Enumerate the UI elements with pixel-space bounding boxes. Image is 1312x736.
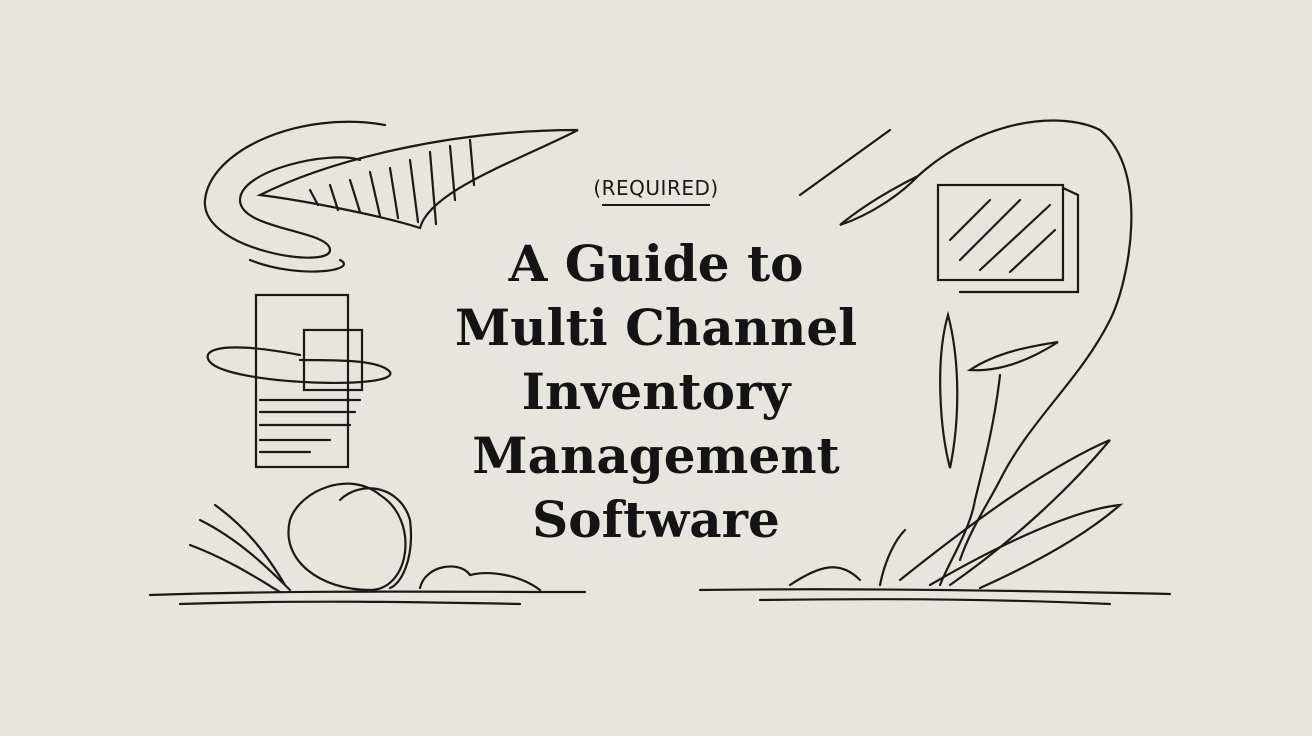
streak-lines-doodle [798,119,1133,587]
egg-rocks-doodle [148,482,587,606]
title-line-5: Software [532,490,780,549]
required-label: (REQUIRED) [0,176,1312,206]
box-ring-doodle [206,293,392,469]
page-title: A Guide to Multi Channel Inventory Manag… [0,232,1312,552]
monitor-doodle [936,183,1080,294]
swirl-doodle [203,120,579,273]
required-text: REQUIRED [601,176,711,206]
grass-doodle [698,438,1172,606]
title-line-2: Multi Channel [454,298,858,357]
title-line-1: A Guide to [508,234,804,293]
title-line-3: Inventory [521,362,791,421]
title-line-4: Management [472,426,840,485]
